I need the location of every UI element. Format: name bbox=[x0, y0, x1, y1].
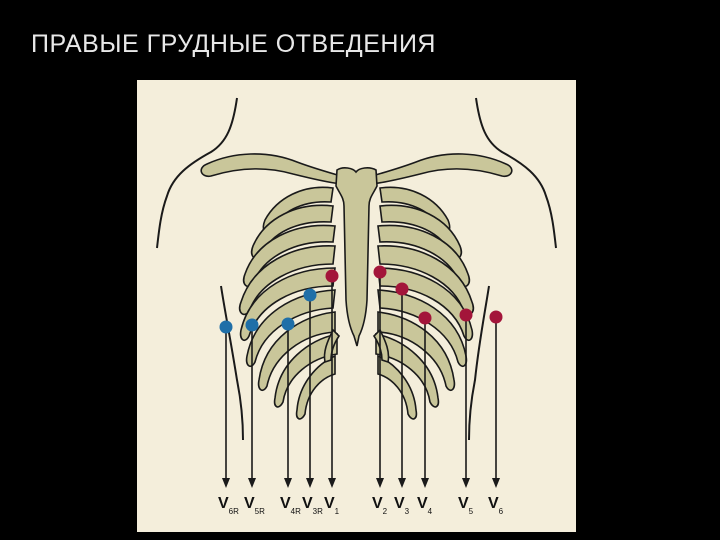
lead-label-v5r: V5R bbox=[244, 495, 265, 516]
arrowhead-v1 bbox=[328, 478, 336, 488]
electrode-v4 bbox=[418, 311, 432, 325]
arrowhead-v5r bbox=[248, 478, 256, 488]
lead-label-v1: V1 bbox=[324, 495, 340, 516]
clavicle-left bbox=[200, 153, 342, 185]
arrowhead-v6 bbox=[492, 478, 500, 488]
lead-label-v3r: V3R bbox=[302, 495, 323, 516]
arrowhead-v5 bbox=[462, 478, 470, 488]
arrowhead-v4r bbox=[284, 478, 292, 488]
lead-lines bbox=[222, 277, 500, 488]
torso-outline-right bbox=[475, 97, 557, 249]
arm-line-left bbox=[220, 285, 244, 441]
lead-label-v6r: V6R bbox=[218, 495, 239, 516]
lead-electrodes bbox=[219, 265, 503, 334]
lead-label-v2: V2 bbox=[372, 495, 388, 516]
electrode-v3r bbox=[303, 288, 317, 302]
electrode-v4r bbox=[281, 317, 295, 331]
clavicle-right bbox=[371, 153, 513, 185]
lead-label-v4: V4 bbox=[417, 495, 433, 516]
electrode-v2 bbox=[373, 265, 387, 279]
sternum bbox=[335, 167, 378, 347]
electrode-v5 bbox=[459, 308, 473, 322]
electrode-v6 bbox=[489, 310, 503, 324]
lead-label-v3: V3 bbox=[394, 495, 410, 516]
electrode-v5r bbox=[245, 318, 259, 332]
slide-title: ПРАВЫЕ ГРУДНЫЕ ОТВЕДЕНИЯ bbox=[31, 30, 436, 58]
lead-label-v6: V6 bbox=[488, 495, 504, 516]
arrowhead-v3r bbox=[306, 478, 314, 488]
lead-label-v4r: V4R bbox=[280, 495, 301, 516]
electrode-v6r bbox=[219, 320, 233, 334]
arrowhead-v3 bbox=[398, 478, 406, 488]
arrowhead-v4 bbox=[421, 478, 429, 488]
electrode-v1 bbox=[325, 269, 339, 283]
arrowhead-v6r bbox=[222, 478, 230, 488]
arrowhead-v2 bbox=[376, 478, 384, 488]
arm-line-right bbox=[468, 285, 490, 441]
electrode-v3 bbox=[395, 282, 409, 296]
torso-outline bbox=[156, 97, 238, 249]
rib-cage bbox=[200, 153, 513, 420]
lead-label-v5: V5 bbox=[458, 495, 474, 516]
